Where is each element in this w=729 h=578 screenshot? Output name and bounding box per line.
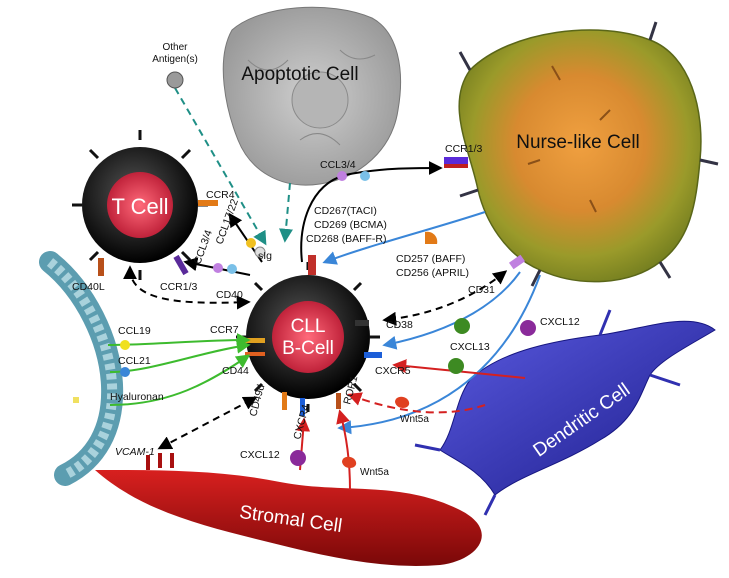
wnt5a-stromal-arrow [336,409,351,491]
ccr4-label: CCR4 [206,189,235,201]
other-antigen-label-1: Other [162,42,188,53]
sig-label: sIg [258,250,272,262]
wnt5a-dc-icon [395,396,410,409]
cxcl13-arrow [382,271,521,350]
vcam1-arrow [157,396,258,450]
apoptotic-cell-label: Apoptotic Cell [241,64,358,85]
vcam1-label: VCAM-1 [115,446,155,458]
antigen-arrow [174,87,267,246]
cd268-label: CD268 (BAFF-R) [306,233,387,245]
cd40-label: CD40 [216,289,243,301]
cd267-label: CD267(TACI) [314,205,377,217]
ccl34-tcell-dot-b [227,264,237,274]
ccl1722-dot-b [254,246,266,258]
baff-ligand-icon [425,231,438,244]
wnt5a-dc-label: Wnt5a [400,414,429,425]
cxcr5-receptor [364,352,382,358]
ccl34-top-label: CCL3/4 [320,159,356,171]
cxcl12-stromal-label: CXCL12 [240,449,280,461]
cxcr5-label: CXCR5 [375,365,411,377]
dendritic-cell [414,309,716,516]
ccr7-receptor [245,338,265,343]
cxcl12-dc-dot [520,320,536,336]
ror1-receptor [336,393,341,409]
t-cell-label: T Cell [111,194,168,219]
stromal-cell [95,453,482,566]
wnt5a-stromal-icon [342,456,357,469]
cd31-cd38-arrow [382,270,508,326]
cxcl12-dc-arrow [337,274,541,435]
ccr13-nurse-receptor [444,157,468,164]
other-antigen-icon [166,71,184,89]
ccl21-label: CCL21 [118,355,151,367]
hyaluronan-label: Hyaluronan [110,391,164,403]
cxcl13-dot-bottom [448,358,464,374]
cd256-label: CD256 (APRIL) [396,267,469,279]
hev-label: HEV [22,419,61,440]
cd49d-label: CD49d [247,383,267,418]
cd49d-receptor [282,392,287,410]
bcr-receptor [308,255,316,275]
ccl34-tcell-label: CCL3/4 [192,228,216,266]
cd40l-receptor [98,258,104,276]
cxcl13-label: CXCL13 [450,341,490,353]
cxcr4-label: CXCR4 [291,403,312,441]
cxcl13-dot-top [454,318,470,334]
cd31-label: CD31 [468,284,495,296]
wnt5a-stromal-label: Wnt5a [360,467,389,478]
apoptotic-arrow [279,182,293,243]
cll-label-line2: B-Cell [282,338,334,359]
ccl34-tcell-dot-a [213,263,223,273]
cd38-label: CD38 [386,319,413,331]
hyaluronan-icon [73,397,79,403]
hev-vessel [39,251,124,486]
cd40l-label: CD40L [72,281,105,293]
cd44-label: CD44 [222,365,249,377]
nurse-like-cell-label: Nurse-like Cell [516,132,640,153]
ccr13-nurse-band [444,164,468,168]
baff-april-arrow [322,211,486,265]
ccl34-top-dot-a [337,171,347,181]
cd40-arrow [123,265,251,310]
cd44-receptor [245,352,265,356]
cd257-label: CD257 (BAFF) [396,253,465,265]
ccl19-dot [120,340,130,350]
apoptotic-cell [222,6,402,186]
cxcl12-dc-label: CXCL12 [540,316,580,328]
cd38-receptor [355,320,369,326]
hyaluronan-arrow [109,354,251,406]
nurse-like-cell [458,21,719,287]
ccl1722-dot-a [246,238,256,248]
ccl21-dot [120,367,130,377]
ccr4-receptor [198,200,218,206]
vcam1-receptor [146,453,174,470]
ccl34-top-dot-b [360,171,370,181]
cxcl12-stromal-dot [290,450,306,466]
ccl19-label: CCL19 [118,325,151,337]
cll-label-line1: CLL [291,316,326,337]
cd269-label: CD269 (BCMA) [314,219,387,231]
cxcr4-receptor [300,398,305,416]
wnt5a-dc-arrow [347,392,486,414]
ccr7-label: CCR7 [210,324,239,336]
cd31-ligand [508,254,526,270]
ccr13-nurse-label: CCR1/3 [445,143,483,155]
other-antigen-label-2: Antigen(s) [152,54,198,65]
ccr13-tcell-label: CCR1/3 [160,281,198,293]
